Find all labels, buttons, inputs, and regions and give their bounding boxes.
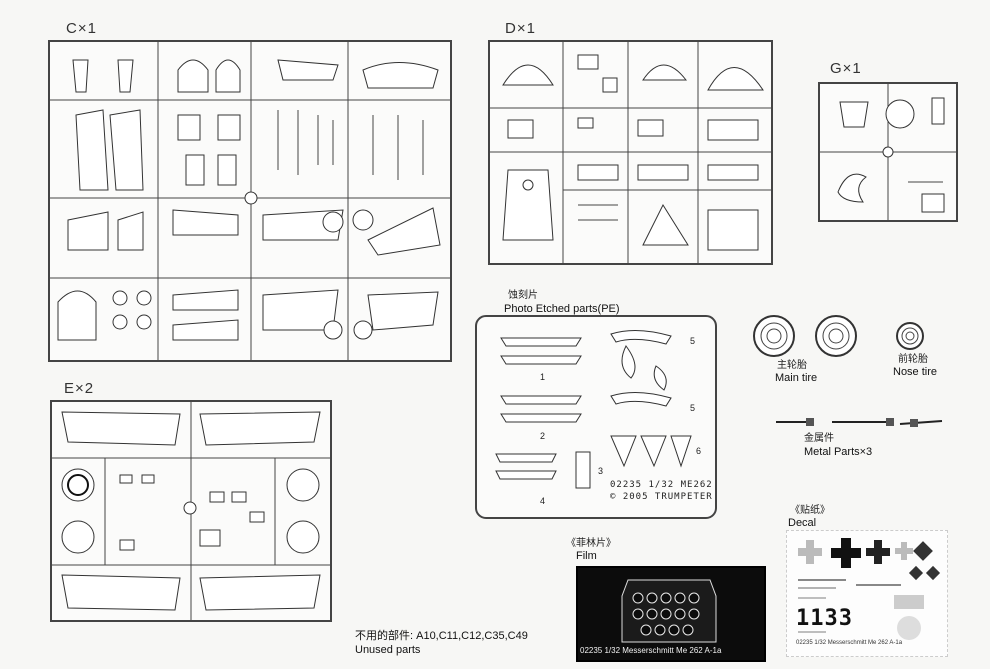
unused-label-cn: 不用的部件: A10,C11,C12,C35,C49 [355, 630, 528, 642]
pe-number-5a: 5 [690, 336, 696, 346]
decal-markings [798, 538, 941, 640]
main-tire-label-cn: 主轮胎 [777, 360, 807, 371]
sprue-c-parts [48, 40, 452, 362]
pe-number-3: 3 [598, 466, 604, 476]
main-tire-icon [753, 315, 857, 357]
sprue-d-parts [488, 40, 773, 265]
pe-number-6: 6 [696, 446, 702, 456]
pe-fret [475, 315, 717, 519]
metal-parts-icon [776, 418, 943, 427]
pe-title-en: Photo Etched parts(PE) [504, 303, 620, 315]
decal-caption: 02235 1/32 Messerschmitt Me 262 A-1a [796, 640, 903, 646]
pe-copyright: © 2005 TRUMPETER [610, 492, 713, 502]
film-label-cn: 《菲林片》 [566, 538, 616, 549]
main-tire-label-en: Main tire [775, 372, 818, 384]
sprue-g-parts [818, 82, 958, 222]
film-label-en: Film [576, 550, 597, 562]
metal-label-en: Metal Parts×3 [804, 446, 873, 458]
pe-code: 02235 1/32 ME262 [610, 480, 713, 490]
sprue-e-parts [50, 400, 332, 622]
unused-label-en: Unused parts [355, 644, 421, 656]
nose-tire-label-cn: 前轮胎 [898, 354, 928, 365]
sprue-g-label: G×1 [830, 60, 862, 77]
nose-tire-icon [896, 322, 924, 350]
nose-tire-label-en: Nose tire [893, 366, 938, 378]
pe-number-2: 2 [540, 431, 546, 441]
sprue-c-label: C×1 [66, 20, 97, 37]
pe-title-cn: 蚀刻片 [508, 290, 538, 301]
decal-label-en: Decal [788, 517, 817, 529]
pe-number-1: 1 [540, 372, 546, 382]
sprue-e-label: E×2 [64, 380, 95, 397]
pe-number-4: 4 [540, 496, 546, 506]
metal-label-cn: 金属件 [804, 433, 834, 444]
decal-label-cn: 《贴纸》 [790, 505, 830, 516]
film-caption: 02235 1/32 Messerschmitt Me 262 A-1a [580, 646, 722, 655]
pe-number-5b: 5 [690, 403, 696, 413]
decal-number: 1133 [796, 606, 853, 631]
film-instrument-panel [621, 579, 717, 643]
sprue-d-label: D×1 [505, 20, 536, 37]
